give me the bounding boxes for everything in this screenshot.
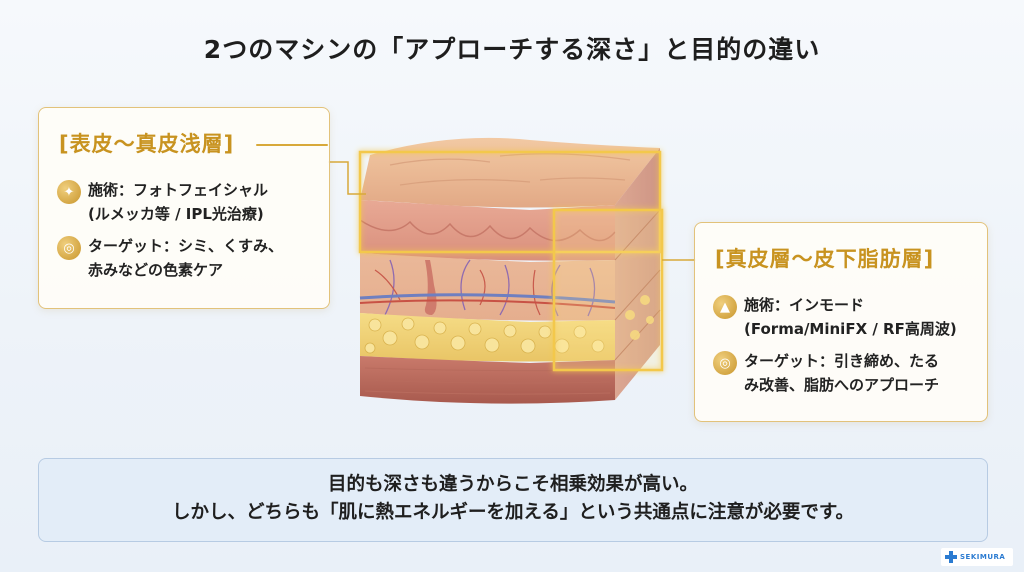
treatment-row: ▲ 施術：インモード (Forma/MiniFX / RF高周波) — [713, 293, 957, 341]
treatment-label: 施術：フォトフェイシャル — [88, 181, 269, 199]
treatment-row: ✦ 施術：フォトフェイシャル (ルメッカ等 / IPL光治療) — [57, 178, 268, 226]
device-icon: ▲ — [713, 295, 737, 319]
summary-line-2: しかし、どちらも「肌に熱エネルギーを加える」という共通点に注意が必要です。 — [171, 502, 855, 523]
treatment-detail: (ルメッカ等 / IPL光治療) — [88, 205, 264, 223]
logo-text: SEKIMURA — [960, 553, 1006, 561]
target-icon: ◎ — [57, 236, 81, 260]
skin-surface — [360, 137, 660, 208]
subcutaneous-fat-layer — [360, 313, 615, 362]
brand-logo: SEKIMURA — [941, 548, 1013, 566]
muscle-layer — [360, 356, 615, 404]
heading-rule — [256, 144, 328, 146]
shallow-layer-panel: [表皮〜真皮浅層] ✦ 施術：フォトフェイシャル (ルメッカ等 / IPL光治療… — [38, 107, 330, 309]
page-title: 2つのマシンの「アプローチする深さ」と目的の違い — [203, 35, 821, 64]
target-row: ◎ ターゲット：シミ、くすみ、 赤みなどの色素ケア — [57, 234, 283, 282]
panel-heading: [表皮〜真皮浅層] — [59, 132, 235, 156]
right-connector-line — [662, 259, 696, 261]
deep-layer-panel: [真皮層〜皮下脂肪層] ▲ 施術：インモード (Forma/MiniFX / R… — [694, 222, 988, 422]
treatment-detail: (Forma/MiniFX / RF高周波) — [744, 320, 957, 338]
target-icon: ◎ — [713, 351, 737, 375]
panel-heading: [真皮層〜皮下脂肪層] — [715, 247, 935, 271]
target-line-2: み改善、脂肪へのアプローチ — [744, 376, 940, 394]
target-line-1: ターゲット：引き締め、たる — [744, 352, 940, 370]
summary-box: 目的も深さも違うからこそ相乗効果が高い。 しかし、どちらも「肌に熱エネルギーを加… — [38, 458, 988, 542]
summary-line-1: 目的も深さも違うからこそ相乗効果が高い。 — [327, 474, 698, 495]
skin-cross-section-illustration — [358, 137, 664, 404]
sparkle-icon: ✦ — [57, 180, 81, 204]
target-line-2: 赤みなどの色素ケア — [88, 261, 224, 279]
deep-layer-highlight — [552, 208, 664, 372]
target-row: ◎ ターゲット：引き締め、たる み改善、脂肪へのアプローチ — [713, 349, 939, 397]
epidermis-layer — [360, 200, 615, 261]
left-connector-line — [328, 161, 366, 195]
treatment-label: 施術：インモード — [744, 296, 865, 314]
target-line-1: ターゲット：シミ、くすみ、 — [88, 237, 284, 255]
cross-logo-icon — [945, 551, 957, 563]
